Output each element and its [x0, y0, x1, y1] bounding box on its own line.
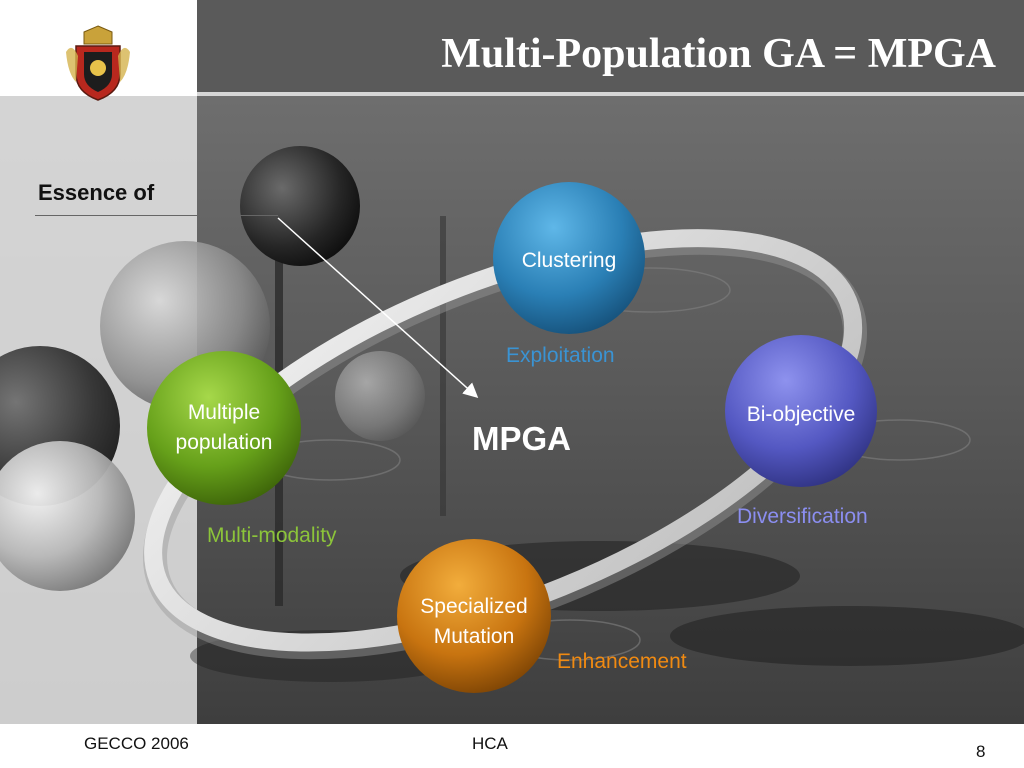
title-divider: [197, 92, 1024, 96]
multiple-population-line1: Multiple: [187, 401, 261, 424]
biobjective-label: Bi-objective: [746, 403, 856, 426]
node-biobjective: [725, 335, 877, 487]
footer-author: HCA: [472, 734, 508, 753]
center-label: MPGA: [472, 420, 571, 457]
essence-underline: [35, 215, 278, 216]
essence-label: Essence of: [38, 180, 155, 205]
slide-title: Multi-Population GA = MPGA: [441, 31, 996, 77]
clustering-label: Clustering: [521, 249, 617, 272]
exploitation-caption: Exploitation: [506, 344, 615, 367]
specialized-mutation-line1: Specialized: [420, 595, 528, 618]
crest-logo: [66, 25, 130, 101]
specialized-mutation-label: Specialized Mutation: [399, 592, 549, 652]
specialized-mutation-line2: Mutation: [433, 625, 515, 648]
node-clustering: [493, 182, 645, 334]
title-bar: [197, 0, 1024, 92]
footer-conference: GECCO 2006: [84, 734, 189, 753]
ring: [143, 229, 867, 660]
page-number: 8: [976, 742, 986, 761]
multiple-population-line2: population: [175, 431, 273, 454]
diversification-caption: Diversification: [737, 505, 868, 528]
essence-arrow: [277, 217, 479, 399]
multiple-population-label: Multiple population: [149, 398, 299, 458]
multimodality-caption: Multi-modality: [207, 524, 337, 547]
enhancement-caption: Enhancement: [557, 650, 687, 673]
footer: [0, 724, 1024, 768]
node-multiple-population: [147, 351, 301, 505]
node-specialized-mutation: [397, 539, 551, 693]
